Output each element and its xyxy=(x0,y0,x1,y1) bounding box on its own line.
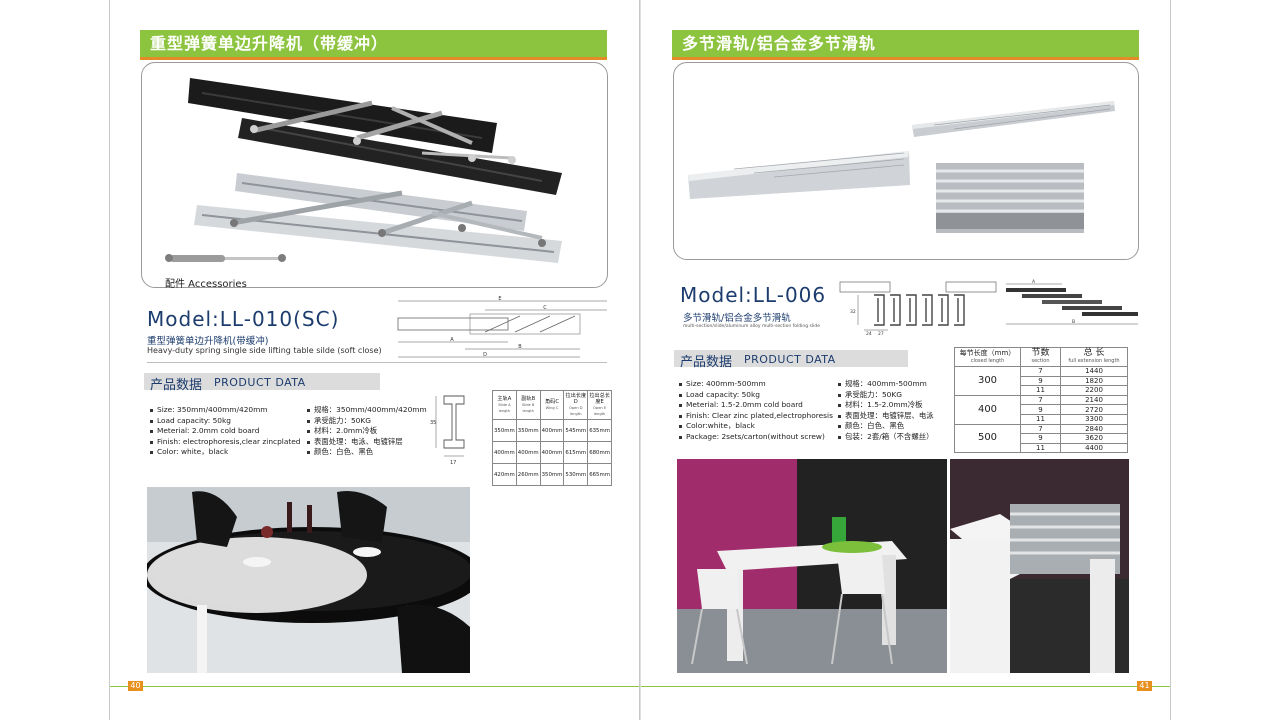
multi-section-slide-illustration xyxy=(688,101,1115,233)
left-profile-drawing: 35 17 xyxy=(430,395,465,466)
accessories-label: 配件 Accessories xyxy=(165,279,247,290)
right-product-data-en: PRODUCT DATA xyxy=(744,353,836,366)
right-section-drawing: 32 24 27 xyxy=(839,281,997,336)
left-footer-line xyxy=(110,686,639,687)
dim-B-label: B xyxy=(518,344,522,350)
left-lifestyle-photo xyxy=(147,487,470,673)
spec-item: Meterial: 1.5-2.0mm cold board xyxy=(679,400,833,411)
left-header-rule xyxy=(140,57,607,60)
spec-item: 材料：2.0mm冷板 xyxy=(307,426,427,437)
spec-item: Load capacity: 50kg xyxy=(150,416,300,427)
left-model-subtitle-cn: 重型弹簧单边升降机(带缓冲) xyxy=(147,336,269,347)
right-model-title: Model:LL-006 xyxy=(680,283,827,307)
left-product-data-cn: 产品数据 xyxy=(150,378,203,393)
section-height-label: 32 xyxy=(850,309,856,315)
spec-item: Size: 400mm-500mm xyxy=(679,379,833,390)
left-specs-cn: 规格：350mm/400mm/420mm 承受能力：50KG 材料：2.0mm冷… xyxy=(307,405,427,458)
right-product-data-bar: 产品数据 PRODUCT DATA xyxy=(674,350,908,370)
spec-item: 表面处理：电泳、电镀锌层 xyxy=(307,437,427,448)
spec-item: Color: white，black xyxy=(150,447,300,458)
section-width-1-label: 24 xyxy=(866,331,872,336)
profile-height-label: 35 xyxy=(430,420,436,426)
ext-B-label: B xyxy=(1072,319,1075,325)
spec-item: Size: 350mm/400mm/420mm xyxy=(150,405,300,416)
right-product-photo xyxy=(673,62,1139,260)
left-page-edge xyxy=(109,0,110,720)
spec-item: 承受能力：50KG xyxy=(838,390,934,401)
right-footer-line xyxy=(641,686,1170,687)
left-dimension-drawing: E C A B D xyxy=(397,296,607,358)
right-extension-drawing: A B xyxy=(1006,279,1138,325)
spec-item: Finish: electrophoresis,clear zincplated xyxy=(150,437,300,448)
left-product-data-bar: 产品数据 PRODUCT DATA xyxy=(144,373,380,393)
spec-item: Load capacity: 50kg xyxy=(679,390,833,401)
spec-item: Meterial: 2.0mm cold board xyxy=(150,426,300,437)
right-specs-cn: 规格：400mm-500mm 承受能力：50KG 材料：1.5-2.0mm冷板 … xyxy=(838,379,934,442)
left-divider xyxy=(147,362,607,363)
right-specs-en: Size: 400mm-500mm Load capacity: 50kg Me… xyxy=(679,379,833,442)
spec-item: 规格：400mm-500mm xyxy=(838,379,934,390)
left-model-title: Model:LL-010(SC) xyxy=(147,307,340,331)
spec-item: Color:white，black xyxy=(679,421,833,432)
right-model-subtitle-cn: 多节滑轨/铝合金多节滑轨 xyxy=(683,313,791,324)
right-header-rule xyxy=(672,57,1139,60)
right-lifestyle-photo-room xyxy=(677,459,947,673)
right-page-number: 41 xyxy=(1137,681,1152,691)
dim-C-label: C xyxy=(543,305,547,311)
spec-item: 材料：1.5-2.0mm冷板 xyxy=(838,400,934,411)
spec-item: 颜色：白色、黑色 xyxy=(838,421,934,432)
spec-item: Package: 2sets/carton(without screw) xyxy=(679,432,833,443)
spec-item: 规格：350mm/400mm/420mm xyxy=(307,405,427,416)
left-product-data-en: PRODUCT DATA xyxy=(214,376,306,389)
dim-E-label: E xyxy=(498,296,501,302)
table-header: 每节长度（mm）closed length xyxy=(954,347,1021,367)
right-lifestyle-photo-extended xyxy=(950,459,1129,673)
right-page-edge xyxy=(1170,0,1171,720)
spec-item: 承受能力：50KG xyxy=(307,416,427,427)
right-product-data-cn: 产品数据 xyxy=(680,355,733,370)
left-header-title: 重型弹簧单边升降机（带缓冲） xyxy=(140,30,607,57)
ext-A-label: A xyxy=(1032,279,1036,285)
spec-item: 包装：2套/箱（不含螺丝） xyxy=(838,432,934,443)
lifting-slide-illustration xyxy=(165,78,562,263)
right-model-subtitle-en: multi-section/slide/aluminum alloy multi… xyxy=(683,324,821,329)
left-product-photo xyxy=(141,62,608,288)
dim-A-label: A xyxy=(450,337,454,343)
spec-item: 表面处理：电镀锌层、电泳 xyxy=(838,411,934,422)
left-model-subtitle-en: Heavy-duty spring single side lifting ta… xyxy=(147,346,382,355)
left-page-number: 40 xyxy=(128,681,143,691)
spec-item: Finish: Clear zinc plated,electrophoresi… xyxy=(679,411,833,422)
section-width-2-label: 27 xyxy=(878,331,884,336)
dim-D-label: D xyxy=(483,352,487,358)
center-fold xyxy=(639,0,641,720)
spec-item: 颜色：白色、黑色 xyxy=(307,447,427,458)
right-header-title: 多节滑轨/铝合金多节滑轨 xyxy=(672,30,1139,57)
profile-width-label: 17 xyxy=(450,460,456,466)
left-specs-en: Size: 350mm/400mm/420mm Load capacity: 5… xyxy=(150,405,300,458)
